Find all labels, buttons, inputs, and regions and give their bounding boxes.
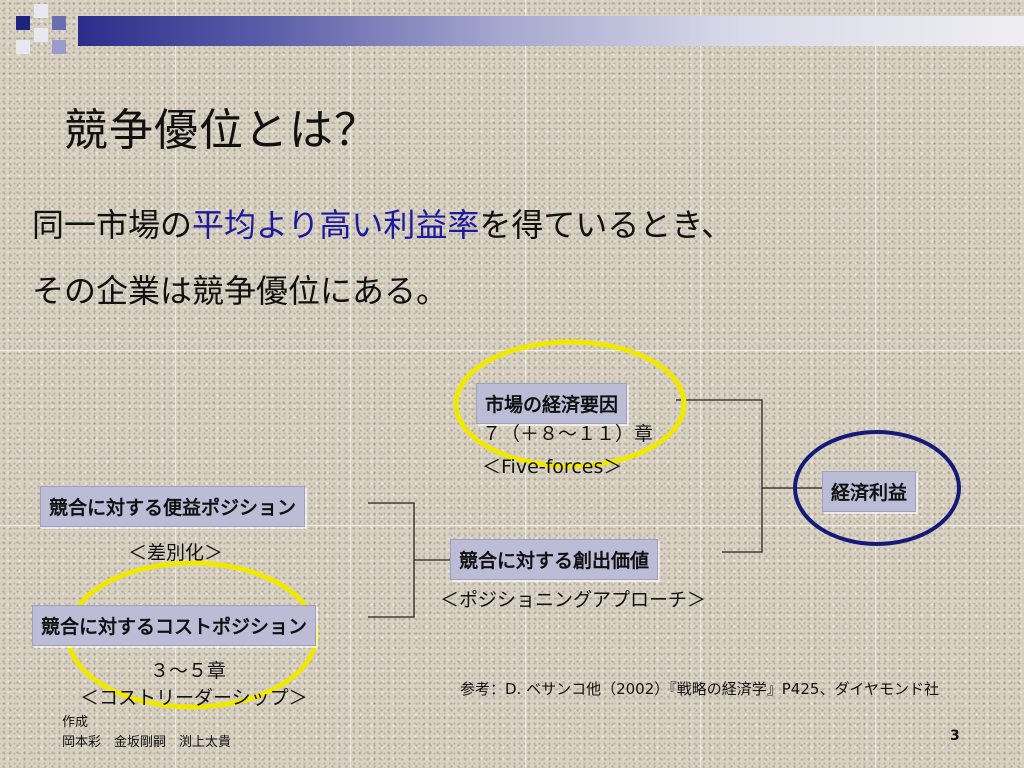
cost-chapter-label: ３～５章: [150, 660, 227, 682]
value-creation-box: 競合に対する創出価値: [450, 539, 659, 580]
slide-title: 競争優位とは？: [64, 105, 379, 156]
decorative-square: [34, 4, 48, 18]
grid-line: [175, 0, 176, 768]
decorative-square: [52, 16, 66, 30]
definition-prefix: 同一市場の: [32, 206, 193, 244]
highlight-ellipse-market: [453, 339, 687, 469]
highlight-ellipse-profit: [793, 430, 961, 546]
page-number: 3: [950, 728, 960, 744]
definition-line-1: 同一市場の平均より高い利益率を得ているとき、: [32, 200, 733, 246]
title-bar: [78, 16, 1024, 46]
grid-line: [875, 0, 876, 768]
definition-line-2: その企業は競争優位にある。: [32, 272, 449, 310]
reference-citation: 参考：D. ベサンコ他（2002）『戦略の経済学』P425、ダイヤモンド社: [460, 680, 939, 698]
economic-profit-box: 経済利益: [822, 471, 917, 512]
market-factor-framework: ＜Five-forces＞: [482, 456, 623, 478]
author-label: 作成: [62, 715, 89, 730]
decorative-square: [16, 16, 30, 30]
cost-position-box: 競合に対するコストポジション: [32, 605, 317, 646]
author-names: 岡本彩 金坂剛嗣 渕上太貴: [62, 735, 232, 750]
definition-suffix: を得ているとき、: [479, 206, 734, 244]
grid-line: [0, 525, 1024, 526]
cost-leadership-label: ＜コストリーダーシップ＞: [80, 687, 308, 709]
grid-line: [350, 0, 351, 768]
decorative-square: [16, 40, 30, 54]
grid-line: [700, 0, 701, 768]
differentiation-label: ＜差別化＞: [128, 542, 224, 564]
decorative-square: [34, 28, 48, 42]
market-factor-box: 市場の経済要因: [476, 383, 628, 424]
connector-market-to-profit: [676, 399, 822, 489]
benefit-position-box: 競合に対する便益ポジション: [40, 486, 306, 527]
market-factor-chapter: ７（＋８～１１）章: [482, 423, 654, 445]
positioning-approach-label: ＜ポジショニングアプローチ＞: [440, 589, 707, 611]
connector-value-to-profit: [722, 488, 763, 553]
decorative-square: [52, 40, 66, 54]
connector-positions-bracket: [368, 502, 415, 618]
definition-highlight: 平均より高い利益率: [192, 206, 480, 244]
